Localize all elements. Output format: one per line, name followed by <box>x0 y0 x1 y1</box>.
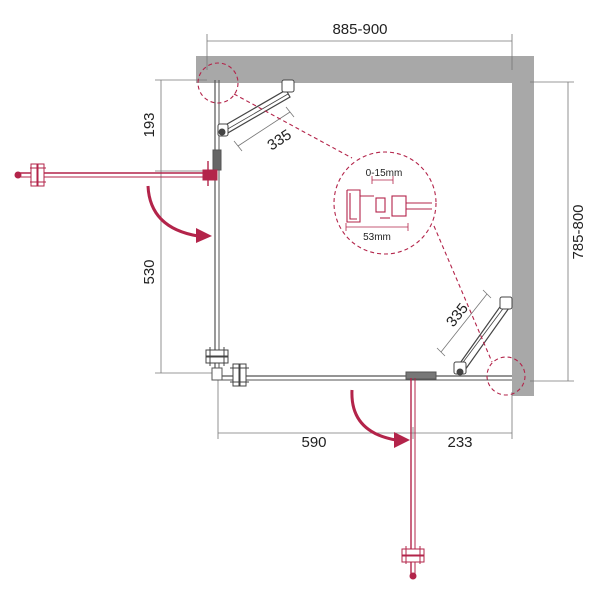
glass-panels <box>211 80 512 381</box>
bottom-left-label: 590 <box>301 434 326 451</box>
bottom-right-label: 233 <box>447 434 472 451</box>
stabilizer-brace-top <box>217 79 295 137</box>
stabilizer-brace-right <box>453 296 513 376</box>
left-swing-door <box>14 161 218 187</box>
detail-magnifier <box>333 151 437 255</box>
left-upper-label: 193 <box>141 112 158 137</box>
profile-detail <box>345 176 432 231</box>
bottom-swing-arrow <box>350 389 397 442</box>
handle-fixed-bottom <box>230 363 249 387</box>
handle-fixed-left <box>205 347 229 366</box>
callout-bottom-right <box>486 356 526 396</box>
callout-top-left <box>197 62 239 104</box>
left-lower-label: 530 <box>141 259 158 284</box>
walls <box>196 56 534 396</box>
right-wall <box>512 56 534 396</box>
height-right-label: 785-800 <box>570 204 587 259</box>
left-swing-arrow <box>146 185 199 238</box>
bottom-swing-door <box>401 378 425 580</box>
door-handle-bottom <box>401 546 425 564</box>
brace-top-label: 335 <box>264 126 294 154</box>
detail-callouts <box>197 62 526 396</box>
detail-profile-label: 53mm <box>363 232 391 243</box>
door-handle-left <box>30 163 46 187</box>
top-wall <box>196 56 534 83</box>
detail-gap-label: 0-15mm <box>366 168 403 179</box>
width-top-label: 885-900 <box>332 21 387 38</box>
